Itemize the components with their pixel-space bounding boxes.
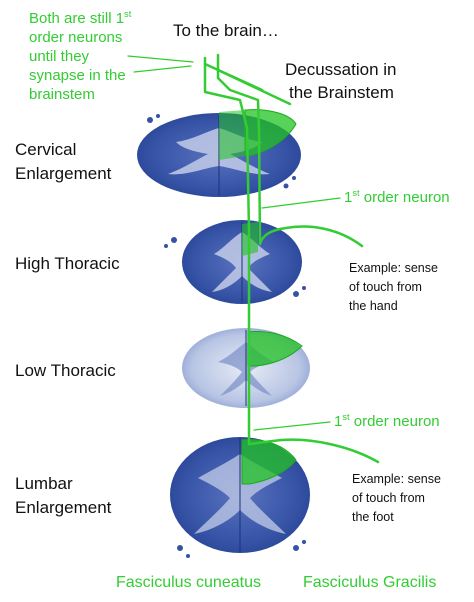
cervical-label: Cervical Enlargement [15,138,111,186]
example-foot-label: Example: sense of touch from the foot [352,470,441,527]
low-thoracic-label: Low Thoracic [15,361,116,380]
example-foot-line3: the foot [352,510,394,524]
low-thoracic-fasciculus [247,331,303,367]
high-thoracic-label: High Thoracic [15,254,120,273]
fasciculus-cuneatus-label: Fasciculus cuneatus [116,574,261,591]
neuron-pointer-lower [253,421,331,431]
example-foot-line2: of touch from [352,491,425,505]
neuron-label-upper: 1st order neuron [344,188,450,206]
first-order-note-line2: order neurons [29,29,123,46]
decussation-label: Decussation in the Brainstem [285,58,397,104]
decussation-line2: the Brainstem [289,83,394,102]
neuron-label-upper-prefix: 1 [344,189,353,206]
lumbar-section [170,437,310,558]
first-order-note-line4: synapse in the [29,67,126,84]
neuron-label-upper-rest: order neuron [359,189,450,206]
neuron-label-lower-sup: st [342,412,350,422]
cervical-line1: Cervical [15,140,77,159]
fasciculus-gracilis-label: Fasciculus Gracilis [303,574,437,591]
neuron-label-lower: 1st order neuron [334,412,440,430]
decussation-line1: Decussation in [285,60,397,79]
first-order-note-line3: until they [29,48,90,65]
first-order-note-sup: st [124,9,132,19]
cervical-section [137,109,301,197]
cervical-line2: Enlargement [15,164,112,183]
lumbar-line2: Enlargement [15,498,112,517]
pointer-line-upper [127,55,194,63]
neuron-label-lower-rest: order neuron [349,413,440,430]
neuron-label-upper-sup: st [352,188,360,198]
example-hand-line1: Example: sense [349,261,438,275]
first-order-note-line5: brainstem [29,86,95,103]
first-order-note: Both are still 1st order neurons until t… [29,9,131,104]
hand-neuron-path [216,53,364,248]
example-hand-label: Example: sense of touch from the hand [349,259,438,316]
neuron-pathways [127,53,380,464]
lumbar-line1: Lumbar [15,474,73,493]
lumbar-fasciculus-gracilis [241,439,297,485]
pointer-line-lower [133,65,192,73]
example-hand-line3: the hand [349,299,398,313]
neuron-pointer-upper [261,197,341,209]
neuron-label-lower-prefix: 1 [334,413,343,430]
decussation-line-2 [203,62,264,92]
high-thoracic-section [164,220,306,304]
to-brain-label: To the brain… [173,21,279,40]
lumbar-label: Lumbar Enlargement [15,472,111,520]
foot-neuron-path [203,56,380,464]
example-foot-line1: Example: sense [352,472,441,486]
cervical-fasciculus-gracilis [219,110,245,160]
first-order-note-line1: Both are still 1 [29,10,125,27]
low-thoracic-section [182,328,310,408]
example-hand-line2: of touch from [349,280,422,294]
